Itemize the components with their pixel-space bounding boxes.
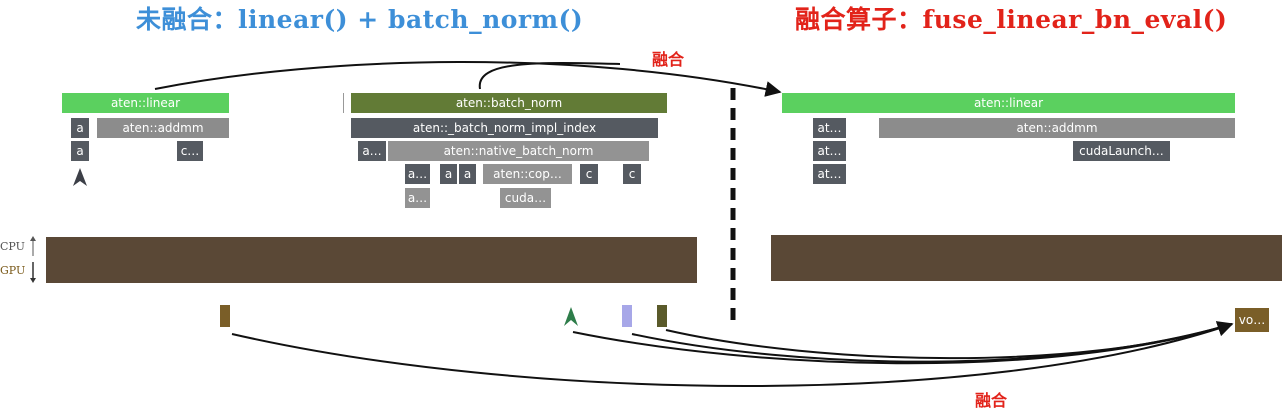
left-native-grandchild-cuda[interactable]: cuda… (500, 188, 551, 208)
left-linear-block[interactable]: aten::linear (62, 93, 229, 113)
left-native-child-1[interactable]: a… (405, 164, 430, 184)
left-native-prefix-block[interactable]: a… (358, 141, 386, 161)
cpu-label: CPU (0, 240, 25, 253)
gpu-kernel-2-arrowhead (564, 307, 578, 326)
unfused-title: 未融合：linear() + batch_norm() (136, 5, 584, 34)
left-addmm-child-block[interactable]: c… (177, 141, 203, 161)
bottom-fuse-arrow-1 (231, 321, 1234, 387)
left-cpu-gpu-track (46, 237, 697, 283)
cpu-up-arrow-head (30, 236, 36, 241)
fuse-label-top: 融合 (652, 50, 685, 69)
left-linear-child-a2[interactable]: a (71, 141, 89, 161)
right-at-block-1[interactable]: at… (813, 118, 846, 138)
batch-norm-start-marker (343, 93, 344, 113)
gpu-label: GPU (0, 264, 26, 277)
bottom-fuse-arrow-4 (665, 323, 1233, 360)
right-linear-block[interactable]: aten::linear (782, 93, 1235, 113)
left-native-grandchild-1[interactable]: a… (405, 188, 430, 208)
top-fuse-arrow-from-linear (154, 61, 782, 97)
left-native-child-c1[interactable]: c (580, 164, 598, 184)
left-native-child-copy[interactable]: aten::cop… (483, 164, 572, 184)
gpu-down-arrow-head (30, 278, 36, 283)
right-addmm-block[interactable]: aten::addmm (879, 118, 1235, 138)
linear-marker-arrowhead (73, 168, 87, 186)
right-cuda-launch-block[interactable]: cudaLaunch… (1073, 141, 1170, 161)
left-native-child-2[interactable]: a (440, 164, 457, 184)
left-addmm-block[interactable]: aten::addmm (97, 118, 229, 138)
gpu-kernel-1[interactable] (220, 305, 230, 327)
left-batch-norm-block[interactable]: aten::batch_norm (351, 93, 667, 113)
left-batch-norm-impl-block[interactable]: aten::_batch_norm_impl_index (351, 118, 658, 138)
gpu-kernel-4[interactable] (657, 305, 667, 327)
fused-gpu-kernel[interactable]: vo… (1235, 308, 1269, 332)
right-at-block-2[interactable]: at… (813, 141, 846, 161)
fuse-label-bottom: 融合 (975, 391, 1008, 410)
left-native-child-c2[interactable]: c (623, 164, 641, 184)
gpu-kernel-3[interactable] (622, 305, 632, 327)
bottom-fuse-arrow-3 (631, 323, 1233, 363)
right-at-block-3[interactable]: at… (813, 164, 846, 184)
left-linear-child-a1[interactable]: a (71, 118, 89, 138)
fused-title: 融合算子：fuse_linear_bn_eval() (795, 5, 1228, 34)
top-fuse-arrow-from-batch-norm (478, 62, 621, 90)
left-native-child-3[interactable]: a (459, 164, 476, 184)
left-native-batch-norm-block[interactable]: aten::native_batch_norm (388, 141, 649, 161)
right-cpu-gpu-track (771, 235, 1282, 281)
